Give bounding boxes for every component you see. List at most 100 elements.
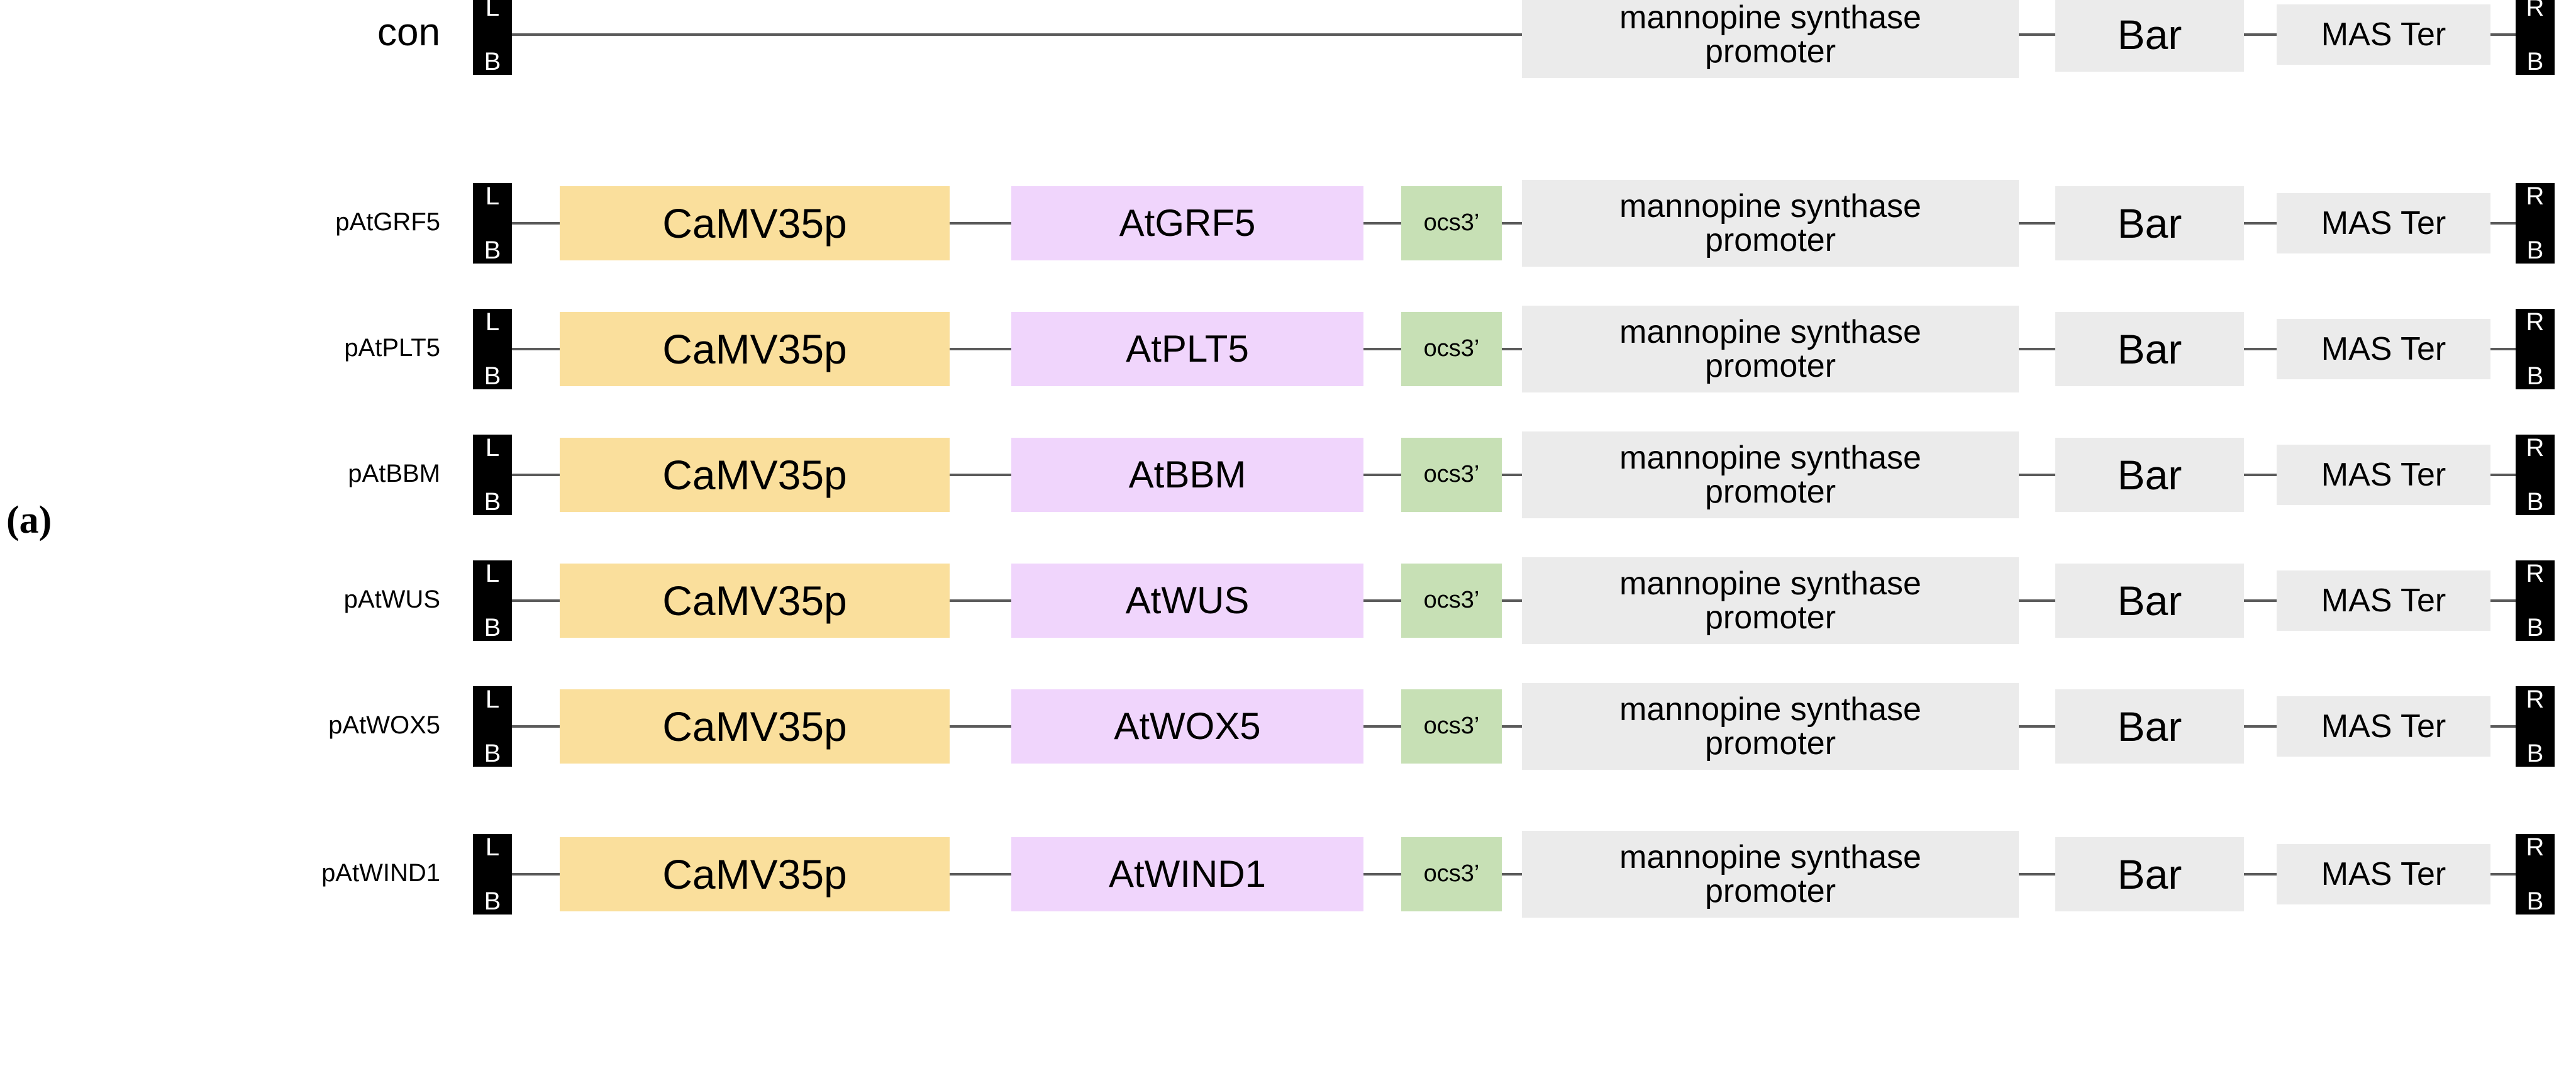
construct-label-pAtWIND1: pAtWIND1	[321, 859, 440, 887]
row-con-link-bar-terminator	[2244, 33, 2277, 36]
row-patplt5-right-border-top-letter: R	[2526, 308, 2545, 336]
row-patplt5-mas-terminator-box: MAS Ter	[2277, 319, 2490, 379]
row-patwox5-mas-promoter-line1: mannopine synthase	[1619, 691, 1921, 728]
row-patplt5-left-border-top-letter: L	[485, 308, 500, 336]
row-patwind1-mas-promoter-line1: mannopine synthase	[1619, 838, 1921, 876]
row-patgrf5-mas-terminator-box: MAS Ter	[2277, 193, 2490, 253]
row-patbbm-mas-promoter-line2: promoter	[1704, 474, 1836, 510]
row-patgrf5-right-border-top-letter: R	[2526, 182, 2545, 210]
row-patwus-left-border-bottom-letter: B	[484, 614, 501, 642]
row-con-link-terminator-rb	[2490, 33, 2516, 36]
row-patwind1-right-border-bottom-letter: B	[2526, 887, 2544, 915]
row-patwus-link-bar-terminator	[2244, 599, 2277, 602]
row-patwind1-bar-gene-box: Bar	[2055, 837, 2244, 911]
row-patbbm-link-terminator-rb	[2490, 474, 2516, 476]
row-patgrf5-camv35-promoter-box: CaMV35p	[560, 186, 950, 260]
row-patwox5-camv35-promoter-box: CaMV35p	[560, 689, 950, 764]
row-patgrf5-link-bar-terminator	[2244, 222, 2277, 225]
row-patwind1-link-ocs-mas	[1502, 873, 1522, 876]
row-patwus-link-gene-terminator	[1363, 599, 1401, 602]
row-patwox5-link-promoter-gene	[950, 725, 1011, 728]
row-patwus-right-border-bottom-letter: B	[2526, 614, 2544, 642]
row-patplt5-link-terminator-rb	[2490, 348, 2516, 350]
row-con-left-border-bottom-letter: B	[484, 48, 501, 75]
row-patwus-ocs-terminator-box: ocs3’	[1401, 564, 1502, 638]
row-patgrf5-link-lb-promoter	[512, 222, 560, 225]
row-patbbm-link-promoter-gene	[950, 474, 1011, 476]
row-patplt5-ocs-terminator-box: ocs3’	[1401, 312, 1502, 386]
row-patwus-link-ocs-mas	[1502, 599, 1522, 602]
row-patwus-link-terminator-rb	[2490, 599, 2516, 602]
row-patbbm-link-mas-bar	[2019, 474, 2055, 476]
row-patwus-link-lb-promoter	[512, 599, 560, 602]
row-patwox5-ocs-terminator-box: ocs3’	[1401, 689, 1502, 764]
row-patwox5-link-terminator-rb	[2490, 725, 2516, 728]
row-patwind1-right-border-top-letter: R	[2526, 833, 2545, 861]
panel-label: (a)	[6, 499, 52, 542]
row-patwox5-bar-gene-box: Bar	[2055, 689, 2244, 764]
construct-label-pAtBBM: pAtBBM	[348, 460, 440, 487]
row-con-mas-promoter-line1: mannopine synthase	[1619, 0, 1921, 36]
row-patbbm-mas-promoter-line1: mannopine synthase	[1619, 439, 1921, 476]
row-patwox5-link-ocs-mas	[1502, 725, 1522, 728]
row-con-right-border-bottom-letter: B	[2526, 48, 2544, 75]
row-patplt5-left-border-bottom-letter: B	[484, 362, 501, 390]
row-patgrf5-mas-promoter-line2: promoter	[1704, 222, 1836, 259]
row-patbbm-link-lb-promoter	[512, 474, 560, 476]
row-patwus-link-promoter-gene	[950, 599, 1011, 602]
row-patgrf5-left-border-top-letter: L	[485, 182, 500, 210]
row-patgrf5-mas-promoter-line1: mannopine synthase	[1619, 187, 1921, 225]
row-patwind1-left-border-top-letter: L	[485, 833, 500, 861]
row-patwox5-gene-box: AtWOX5	[1011, 689, 1363, 764]
row-patplt5-link-promoter-gene	[950, 348, 1011, 350]
row-patwox5-link-lb-promoter	[512, 725, 560, 728]
row-patwus-camv35-promoter-box: CaMV35p	[560, 564, 950, 638]
row-patgrf5-link-mas-bar	[2019, 222, 2055, 225]
row-patplt5-link-bar-terminator	[2244, 348, 2277, 350]
row-patwind1-mas-promoter-line2: promoter	[1704, 873, 1836, 909]
row-patwind1-ocs-terminator-box: ocs3’	[1401, 837, 1502, 911]
construct-label-pAtGRF5: pAtGRF5	[335, 208, 440, 236]
row-patwind1-camv35-promoter-box: CaMV35p	[560, 837, 950, 911]
row-patplt5-camv35-promoter-box: CaMV35p	[560, 312, 950, 386]
row-patbbm-mas-terminator-box: MAS Ter	[2277, 445, 2490, 505]
row-patwind1-left-border-bottom-letter: B	[484, 887, 501, 915]
row-patbbm-ocs-terminator-box: ocs3’	[1401, 438, 1502, 512]
row-patbbm-left-border-top-letter: L	[485, 434, 500, 462]
row-patwind1-gene-box: AtWIND1	[1011, 837, 1363, 911]
row-patplt5-link-ocs-mas	[1502, 348, 1522, 350]
row-patwox5-right-border-top-letter: R	[2526, 686, 2545, 713]
row-patplt5-mas-promoter-line2: promoter	[1704, 348, 1836, 384]
row-con-backbone	[512, 33, 1522, 36]
row-patgrf5-link-promoter-gene	[950, 222, 1011, 225]
row-patgrf5-bar-gene-box: Bar	[2055, 186, 2244, 260]
row-patplt5-link-lb-promoter	[512, 348, 560, 350]
construct-label-pAtWUS: pAtWUS	[343, 586, 440, 613]
row-patwox5-left-border-top-letter: L	[485, 686, 500, 713]
row-patwus-right-border-top-letter: R	[2526, 560, 2545, 587]
row-patgrf5-link-ocs-mas	[1502, 222, 1522, 225]
row-con-mas-promoter-line2: promoter	[1704, 33, 1836, 70]
row-patwus-bar-gene-box: Bar	[2055, 564, 2244, 638]
row-patwind1-link-gene-terminator	[1363, 873, 1401, 876]
row-patgrf5-ocs-terminator-box: ocs3’	[1401, 186, 1502, 260]
row-con-right-border-top-letter: R	[2526, 0, 2545, 21]
row-patwox5-mas-promoter-line2: promoter	[1704, 725, 1836, 762]
row-patwus-left-border-top-letter: L	[485, 560, 500, 587]
row-patplt5-gene-box: AtPLT5	[1011, 312, 1363, 386]
